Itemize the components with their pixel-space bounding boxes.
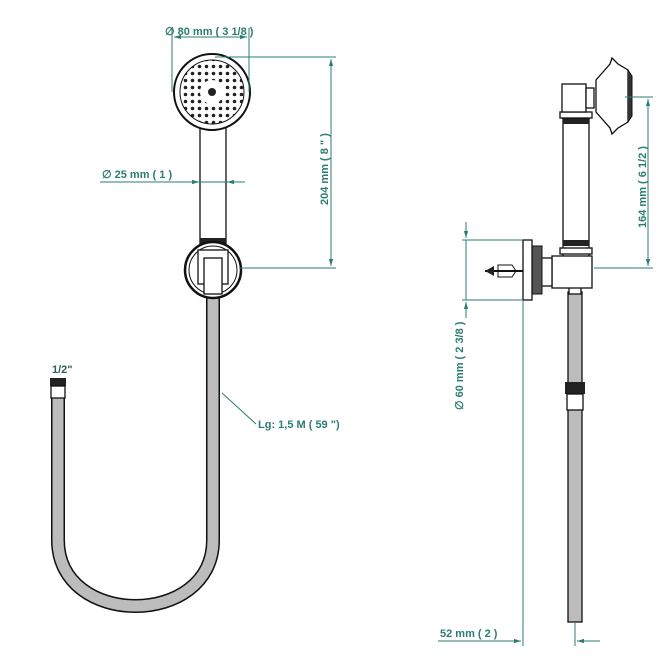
side-wall-mount: [485, 239, 593, 301]
front-view: ∅ 80 mm ( 3 1/8 ) ∅ 25 mm ( 1 ) 204 mm (…: [50, 26, 340, 613]
connector-size-label: 1/2": [52, 364, 73, 376]
handle: [199, 125, 227, 245]
dimension-handle-diameter: ∅ 25 mm ( 1 ): [100, 169, 245, 185]
dimension-projection: 52 mm ( 2 ): [438, 300, 600, 646]
hose-length-label: Lg: 1,5 M ( 59 "): [258, 419, 340, 431]
height-label: 204 mm ( 8 " ): [319, 133, 331, 205]
projection-label: 52 mm ( 2 ): [440, 628, 498, 640]
hose: [51, 292, 220, 613]
screw-icon: [485, 264, 523, 278]
side-shower-head: [595, 56, 633, 136]
shower-head: [173, 53, 251, 131]
side-hose: [565, 277, 585, 623]
head-diameter-label: ∅ 80 mm ( 3 1/8 ): [165, 26, 254, 38]
dimension-flange-diameter: ∅ 60 mm ( 2 3/8 ): [454, 222, 523, 410]
hose-connector: [50, 378, 66, 399]
side-pipe: [559, 83, 595, 259]
flange-diameter-label: ∅ 60 mm ( 2 3/8 ): [454, 321, 466, 410]
hose-length-callout: Lg: 1,5 M ( 59 "): [221, 392, 340, 431]
dimension-height: 204 mm ( 8 " ): [215, 56, 336, 269]
side-view: 164 mm ( 6 1/2 ) ∅ 60 mm ( 2 3/8 ) 52 mm…: [438, 56, 653, 646]
wall-holder: [183, 240, 243, 300]
side-height-label: 164 mm ( 6 1/2 ): [637, 146, 649, 228]
dimension-side-height: 164 mm ( 6 1/2 ): [594, 96, 653, 269]
dimension-head-diameter: ∅ 80 mm ( 3 1/8 ): [165, 26, 254, 92]
handle-diameter-label: ∅ 25 mm ( 1 ): [102, 169, 172, 181]
